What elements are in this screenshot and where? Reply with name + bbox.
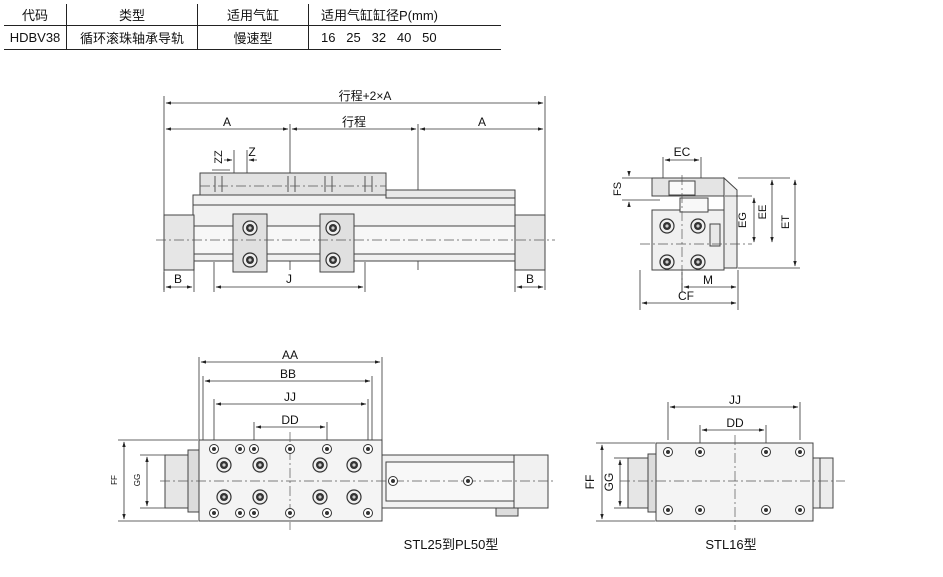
spec-table: 代码 类型 适用气缸 适用气缸缸径P(mm) HDBV38 循环滚珠轴承导轨 慢… [4,4,501,50]
dim-a-right: A [478,115,486,129]
dim-zz: ZZ [213,150,225,164]
dim-ff-small: FF [583,475,597,490]
dim-j: J [286,272,292,286]
bottom-view-large: AA BB JJ DD FF GG [110,348,555,552]
dim-dd-small: DD [726,416,744,430]
dim-cf: CF [678,289,694,303]
header-bore: 适用气缸缸径P(mm) [308,4,501,26]
cell-code: HDBV38 [4,25,67,50]
header-code: 代码 [4,4,67,26]
header-cylinder: 适用气缸 [197,4,309,26]
dim-jj-small: JJ [729,393,741,407]
dim-total: 行程+2×A [339,88,392,103]
bottom-view-small: JJ DD FF GG STL16型 [583,393,845,552]
cell-cylinder: 慢速型 [197,25,309,50]
dim-ee: EE [757,205,769,220]
dim-bb: BB [280,367,296,381]
dim-aa: AA [282,348,298,362]
header-type: 类型 [66,4,198,26]
caption-large: STL25到PL50型 [404,537,499,552]
dim-stroke: 行程 [342,114,366,129]
dim-b-left: B [174,272,182,286]
dim-ec: EC [674,145,691,159]
dim-fs: FS [612,182,624,196]
spec-table-header-row: 代码 类型 适用气缸 适用气缸缸径P(mm) [4,4,501,26]
side-view: EC FS EG EE ET M C [612,145,800,310]
caption-small: STL16型 [705,537,756,552]
dim-z: Z [248,145,255,159]
dim-eg: EG [737,212,749,228]
dim-m: M [703,273,713,287]
cell-bore: 16 25 32 40 50 [308,25,501,50]
dim-dd: DD [281,413,299,427]
dim-gg: GG [133,474,142,486]
dim-ff: FF [110,475,119,485]
cell-type: 循环滚珠轴承导轨 [66,25,198,50]
dim-b-right: B [526,272,534,286]
dim-a-left: A [223,115,231,129]
spec-table-row: HDBV38 循环滚珠轴承导轨 慢速型 16 25 32 40 50 [4,25,501,50]
dim-et: ET [780,215,792,229]
front-view: 行程+2×A A 行程 A Z ZZ [156,88,555,292]
dim-gg-small: GG [602,473,616,492]
dim-jj: JJ [284,390,296,404]
